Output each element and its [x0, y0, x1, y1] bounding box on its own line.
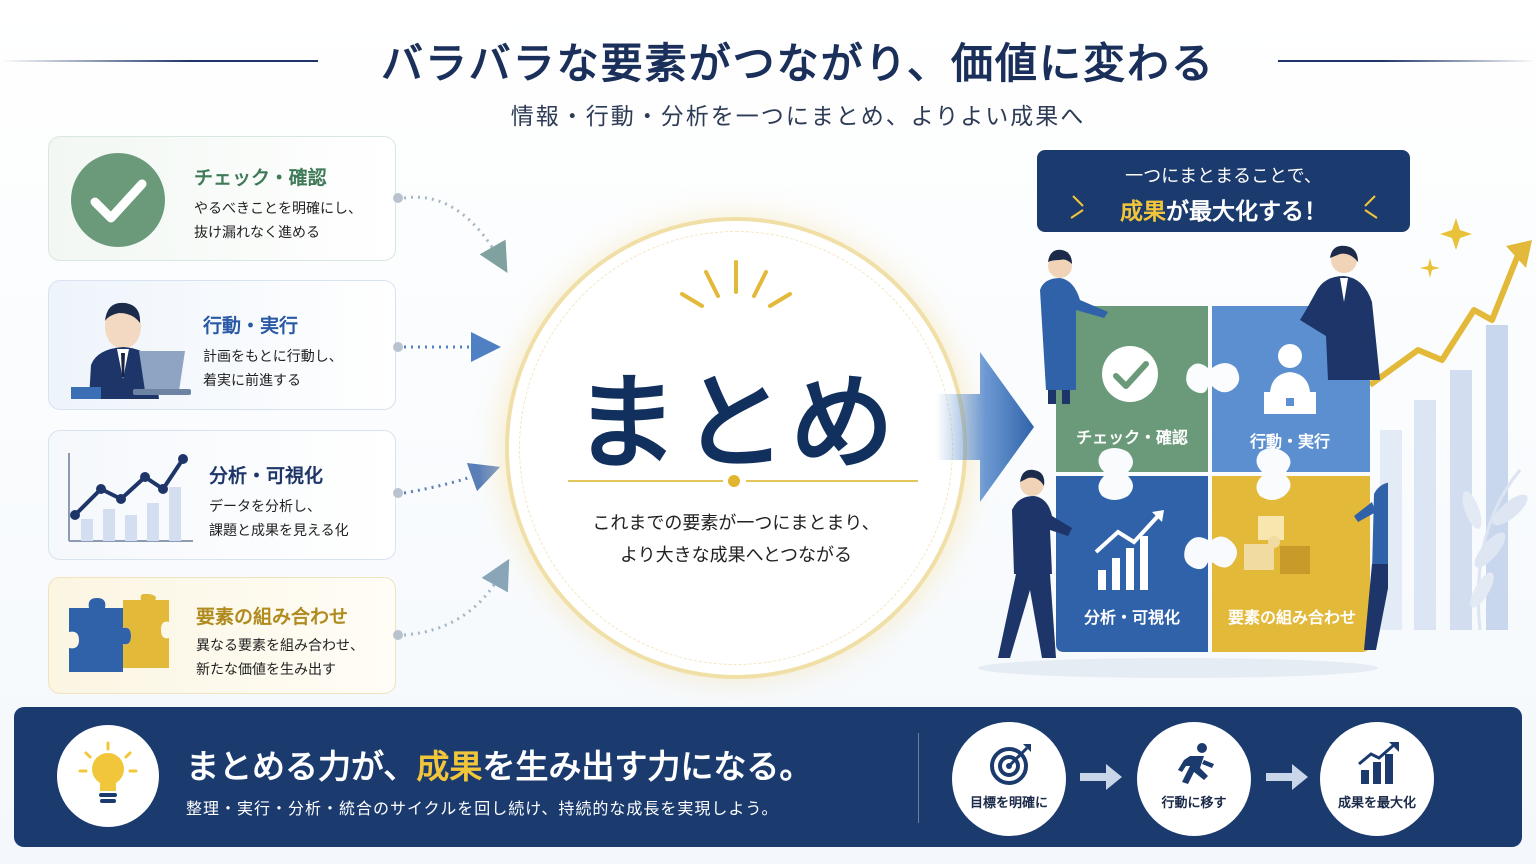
businessperson-laptop-icon: [71, 302, 191, 399]
check-icon: [71, 153, 165, 247]
banner-title: まとめる力が、成果を生み出す力になる。: [186, 740, 812, 788]
banner-title-pre: まとめる力が、: [186, 747, 417, 786]
target-icon: [990, 744, 1031, 785]
growth-chart-background: [1370, 218, 1532, 631]
piece-puzzle-icon: [1244, 516, 1310, 574]
header-rule-left: [0, 60, 318, 62]
page-title: バラバラな要素がつながり、価値に変わる: [381, 39, 1215, 88]
burst-rays-icon: [680, 260, 792, 308]
puzzle-assembly: [978, 245, 1388, 678]
card-check: チェック・確認 やるべきことを明確にし、 抜け漏れなく進める: [48, 136, 396, 261]
step-arrow-icon: [1080, 764, 1122, 790]
card-desc-line: 課題と成果を見える化: [209, 523, 349, 539]
running-person-icon: [1178, 743, 1214, 784]
center-divider-dot: [728, 475, 740, 487]
businesswoman-top-left: [1040, 249, 1108, 404]
step-label: 行動に移す: [1161, 796, 1227, 811]
puzzle-icon: [69, 594, 169, 672]
businessman-top-right: [1300, 245, 1380, 380]
card-title: チェック・確認: [194, 167, 327, 189]
piece-chart-icon: [1094, 510, 1164, 590]
card-title: 分析・可視化: [209, 465, 324, 487]
result-callout: 一つにまとまることで、 成果が最大化する！: [1037, 150, 1410, 232]
puzzle-label-check: チェック・確認: [1076, 428, 1188, 447]
card-desc-line: 新たな価値を生み出す: [196, 662, 336, 678]
step-maximize: 成果を最大化: [1320, 722, 1434, 836]
card-desc-line: やるべきことを明確にし、: [194, 201, 362, 217]
businessman-bottom-left: [998, 469, 1072, 658]
banner-title-highlight: 成果: [416, 747, 483, 786]
card-analysis: 分析・可視化 データを分析し、 課題と成果を見える化: [48, 430, 396, 560]
banner-subtitle: 整理・実行・分析・統合のサイクルを回し続け、持続的な成長を実現しよう。: [186, 799, 779, 818]
center-divider-right: [746, 480, 918, 482]
card-desc: データを分析し、 課題と成果を見える化: [209, 495, 349, 543]
step-arrow-icon: [1266, 764, 1308, 790]
card-desc: 計画をもとに行動し、 着実に前進する: [203, 345, 343, 393]
businesswoman-right: [1354, 482, 1388, 650]
card-title: 行動・実行: [203, 315, 299, 337]
page-subtitle: 情報・行動・分析を一つにまとめ、よりよい成果へ: [510, 104, 1086, 130]
puzzle-label-analysis: 分析・可視化: [1083, 608, 1180, 627]
callout-highlight: 成果: [1120, 199, 1166, 225]
growth-chart-icon: [1358, 742, 1399, 784]
card-desc-line: 異なる要素を組み合わせ、: [196, 638, 364, 654]
spark-right-icon: [1364, 195, 1378, 219]
center-description: これまでの要素が一つにまとまり、 より大きな成果へとつながる: [505, 508, 967, 572]
piece-person-icon: [1264, 344, 1316, 414]
card-desc-line: 着実に前進する: [203, 373, 301, 389]
line-chart-icon: [68, 453, 193, 542]
card-desc-line: データを分析し、: [209, 499, 321, 515]
card-action: 行動・実行 計画をもとに行動し、 着実に前進する: [48, 280, 396, 410]
callout-line1: 一つにまとまることで、: [1125, 166, 1322, 187]
center-desc-line: これまでの要素が一つにまとまり、: [592, 513, 880, 534]
spark-left-icon: [1070, 195, 1084, 219]
puzzle-label-combination: 要素の組み合わせ: [1227, 608, 1356, 627]
center-desc-line: より大きな成果へとつながる: [619, 545, 853, 566]
banner-divider: [918, 733, 919, 823]
step-label: 目標を明確に: [969, 796, 1048, 811]
card-desc-line: 計画をもとに行動し、: [203, 349, 343, 365]
callout-line2: 成果が最大化する！: [1037, 192, 1410, 226]
lightbulb-icon: [78, 741, 138, 803]
card-desc-line: 抜け漏れなく進める: [194, 225, 320, 241]
step-label: 成果を最大化: [1337, 796, 1416, 811]
center-keyword: まとめ: [573, 362, 898, 484]
step-goal: 目標を明確に: [952, 722, 1066, 836]
banner-title-post: を生み出す力になる。: [482, 747, 813, 786]
big-right-arrow-icon: [936, 352, 1034, 502]
card-title: 要素の組み合わせ: [196, 606, 349, 628]
center-divider-left: [568, 480, 723, 482]
bulb-badge: [57, 725, 159, 827]
puzzle-label-action: 行動・実行: [1249, 432, 1330, 451]
card-desc: 異なる要素を組み合わせ、 新たな価値を生み出す: [196, 634, 364, 682]
card-combination: 要素の組み合わせ 異なる要素を組み合わせ、 新たな価値を生み出す: [48, 577, 396, 694]
callout-line2-rest: が最大化する！: [1166, 199, 1327, 225]
piece-check-icon: [1102, 346, 1158, 402]
header-rule-right: [1278, 60, 1536, 62]
step-action: 行動に移す: [1137, 722, 1251, 836]
connector-arrows: [393, 193, 510, 640]
card-desc: やるべきことを明確にし、 抜け漏れなく進める: [194, 197, 362, 245]
